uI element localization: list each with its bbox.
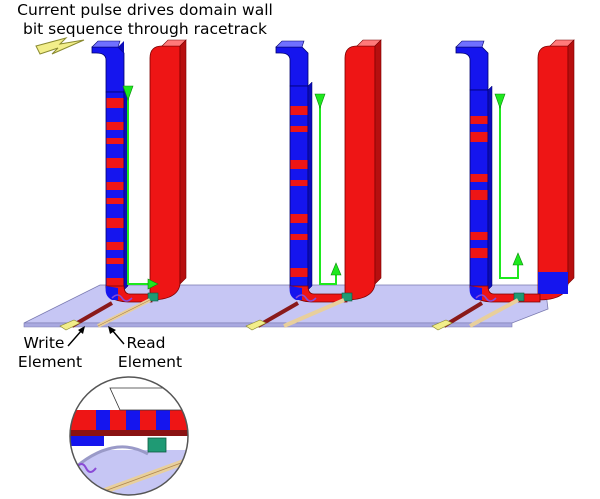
- write-element-label-line1: Write: [23, 334, 65, 352]
- racetrack-3: [455, 39, 575, 303]
- read-element-1: [147, 292, 159, 302]
- caption-line-1: Current pulse drives domain wall: [17, 1, 273, 19]
- domain-bits-1: [105, 91, 125, 289]
- read-pointer-arrow: [108, 326, 125, 345]
- racetrack-2: [275, 39, 382, 303]
- domain-bits-2: [289, 85, 309, 289]
- read-element-label-line2: Element: [117, 353, 183, 371]
- zoom-inset: [69, 376, 189, 496]
- read-element-label-line1: Read: [126, 334, 166, 352]
- racetrack-1: [91, 39, 187, 303]
- write-pointer-arrow: [67, 326, 85, 347]
- current-pulse-icon: [35, 37, 85, 55]
- write-element-label-line2: Element: [17, 353, 83, 371]
- domain-bits-3: [469, 89, 489, 289]
- substrate-plane: [23, 284, 549, 324]
- caption-line-2: bit sequence through racetrack: [23, 20, 267, 38]
- current-direction-arrow: [127, 92, 150, 285]
